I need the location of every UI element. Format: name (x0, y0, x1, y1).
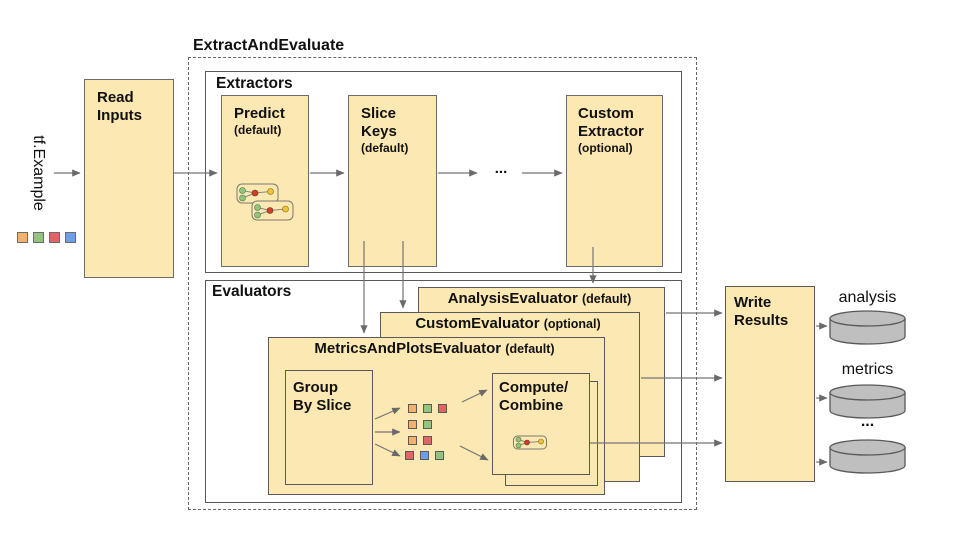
extractors-title: Extractors (216, 75, 293, 92)
custom-extractor-label-group: Custom Extractor (optional) (578, 105, 644, 156)
group-by-slice-label-group: Group By Slice (293, 379, 351, 415)
compute-combine-box: Compute/ Combine (492, 373, 590, 475)
analysis-database-icon (829, 310, 906, 345)
group-by-slice-label-line2: By Slice (293, 397, 352, 414)
metrics-and-plots-evaluator-qualifier: (default) (505, 342, 555, 356)
compute-combine-label-line1: Compute/ (499, 379, 569, 396)
slice-row-4 (405, 451, 444, 460)
read-inputs-label-line2: Inputs (97, 107, 142, 124)
predict-label: Predict (234, 105, 285, 122)
blue-square (65, 232, 76, 243)
custom-evaluator-name: CustomEvaluator (415, 315, 540, 332)
custom-extractor-label-line2: Extractor (578, 123, 644, 140)
read-inputs-box: Read Inputs (84, 79, 174, 278)
slice-keys-label-line2: Keys (361, 123, 397, 140)
tf-example-label: tf.Example (30, 135, 47, 211)
compute-combine-label-line2: Combine (499, 397, 564, 414)
write-results-label-line1: Write (734, 294, 772, 311)
orange-square (408, 420, 417, 429)
analysis-evaluator-title: AnalysisEvaluator (default) (419, 290, 660, 308)
compute-combine-label-group: Compute/ Combine (499, 379, 568, 415)
extract-and-evaluate-container (188, 57, 697, 510)
green-square (33, 232, 44, 243)
slice-row-3 (408, 436, 432, 445)
extractors-ellipsis: ... (494, 160, 508, 177)
predict-extractor-box: Predict (default) (221, 95, 309, 267)
analysis-evaluator-name: AnalysisEvaluator (447, 290, 578, 307)
slice-row-2 (408, 420, 432, 429)
orange-square (408, 436, 417, 445)
group-by-slice-box: Group By Slice (285, 370, 373, 485)
output-metrics-label: metrics (841, 361, 894, 378)
predict-qualifier: (default) (234, 123, 282, 137)
group-by-slice-label-line1: Group (293, 379, 338, 396)
analysis-evaluator-qualifier: (default) (581, 292, 632, 306)
red-square (423, 436, 432, 445)
read-inputs-label-line1: Read (97, 89, 134, 106)
red-square (405, 451, 414, 460)
custom-evaluator-qualifier: (optional) (543, 317, 601, 331)
predict-label-group: Predict (default) (234, 105, 285, 138)
output-analysis-label: analysis (838, 289, 897, 306)
custom-extractor-box: Custom Extractor (optional) (566, 95, 663, 267)
orange-square (408, 404, 417, 413)
green-square (423, 420, 432, 429)
custom-extractor-qualifier: (optional) (578, 141, 633, 155)
tf-example-squares (17, 232, 76, 243)
write-results-label-group: Write Results (734, 294, 788, 330)
pipeline-title: ExtractAndEvaluate (193, 37, 345, 54)
write-results-box: Write Results (725, 286, 815, 482)
metrics-and-plots-evaluator-title: MetricsAndPlotsEvaluator (default) (269, 340, 600, 358)
blue-square (420, 451, 429, 460)
slice-keys-label-line1: Slice (361, 105, 397, 122)
evaluators-title: Evaluators (212, 283, 292, 300)
output-more-label: ... (860, 413, 875, 430)
green-square (435, 451, 444, 460)
green-square (423, 404, 432, 413)
read-inputs-label-group: Read Inputs (97, 89, 142, 125)
slice-keys-label-group: Slice Keys (default) (361, 105, 408, 156)
more-database-icon (829, 439, 906, 474)
orange-square (17, 232, 28, 243)
write-results-label-line2: Results (734, 312, 789, 329)
custom-evaluator-title: CustomEvaluator (optional) (381, 315, 635, 333)
custom-extractor-label-line1: Custom (578, 105, 634, 122)
slice-keys-qualifier: (default) (361, 141, 409, 155)
slice-keys-extractor-box: Slice Keys (default) (348, 95, 437, 267)
red-square (438, 404, 447, 413)
metrics-and-plots-evaluator-name: MetricsAndPlotsEvaluator (314, 340, 502, 357)
slice-row-1 (408, 404, 447, 413)
red-square (49, 232, 60, 243)
